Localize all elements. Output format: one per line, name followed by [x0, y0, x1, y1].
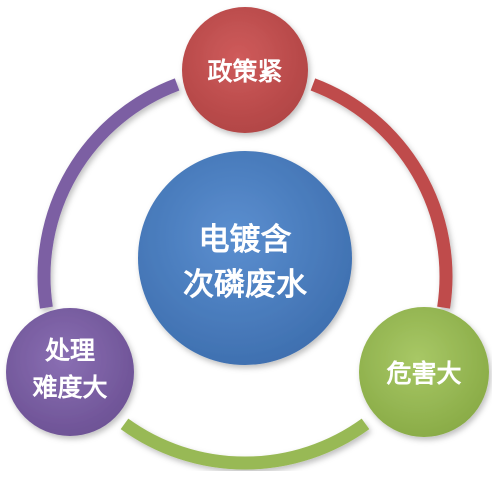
node-difficulty-line-2: 难度大	[32, 373, 107, 402]
node-policy: 政策紧	[182, 7, 308, 133]
node-hazard: 危害大	[359, 307, 489, 437]
center-line-1: 电镀含	[199, 222, 293, 258]
node-hazard-label: 危害大	[386, 359, 461, 388]
center-node: 电镀含 次磷废水	[138, 151, 352, 365]
arc-top-to-right	[310, 78, 453, 309]
node-difficulty-line-1: 处理	[44, 336, 95, 365]
node-difficulty: 处理 难度大	[6, 308, 134, 436]
arc-left-to-top	[37, 78, 180, 309]
center-line-2: 次磷废水	[183, 267, 308, 303]
node-policy-label: 政策紧	[207, 57, 282, 86]
arc-right-to-left	[120, 418, 370, 470]
